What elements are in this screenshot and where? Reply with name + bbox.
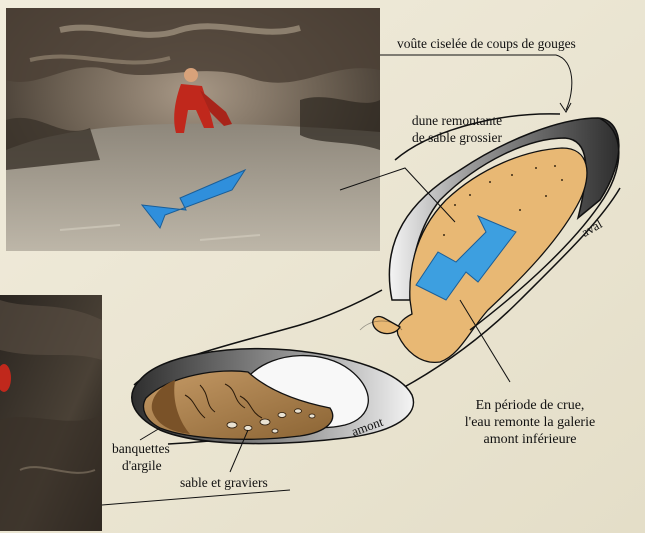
label-gravel: sable et graviers: [180, 475, 268, 490]
label-flood-line2: l'eau remonte la galerie: [464, 415, 596, 430]
leader-vault: [380, 54, 573, 111]
leader-lines: [101, 54, 573, 506]
flow-arrow-photo: [140, 168, 247, 230]
label-dune-line1: dune remontante: [411, 113, 503, 128]
leader-vault-arrowhead: [559, 102, 572, 113]
leader-photo2: [101, 489, 291, 506]
label-clay-line2: d'argile: [122, 458, 162, 473]
label-dune-line2: de sable grossier: [412, 130, 502, 145]
leader-flood: [459, 299, 511, 383]
leader-clay: [139, 427, 161, 441]
label-clay: banquettes d'argile: [112, 440, 170, 474]
label-dune: dune remontante de sable grossier: [382, 112, 532, 146]
label-clay-line1: banquettes: [112, 441, 170, 456]
caver-figure: [174, 68, 232, 133]
upper-cave-photo: [6, 8, 380, 251]
label-flood: En période de crue, l'eau remonte la gal…: [435, 397, 625, 448]
leader-dune: [339, 167, 456, 223]
label-flood-line3: amont inférieure: [483, 432, 577, 447]
tube-lower-section: [131, 348, 415, 445]
label-vault: voûte ciselée de coups de gouges: [397, 36, 576, 51]
label-flood-line1: En période de crue,: [475, 398, 585, 413]
leader-gravel: [229, 429, 249, 473]
water-flow-arrow: [415, 215, 517, 301]
lower-cave-photo: [0, 295, 102, 531]
tube-upper-section: [372, 113, 620, 363]
